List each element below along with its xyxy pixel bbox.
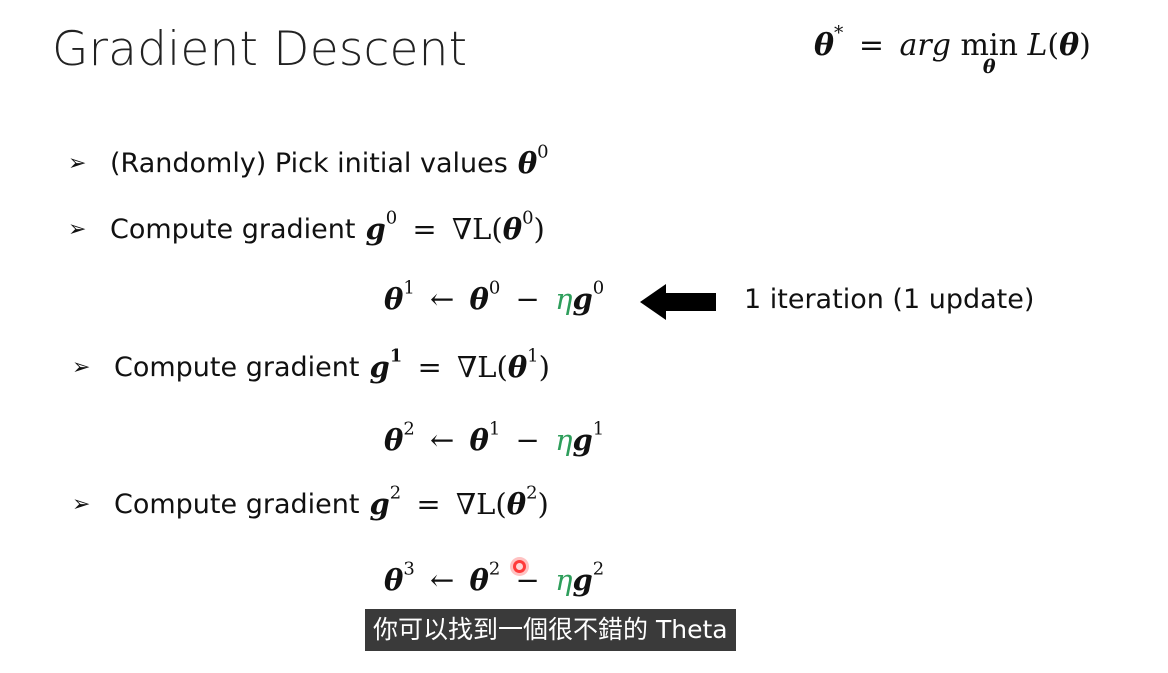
update-step-1: θ1 ← θ0 − ηg0: [384, 277, 605, 316]
bullet-compute-gradient-0: ➢ Compute gradient g0 = ∇L(θ0): [68, 207, 545, 246]
arrowhead-bullet-icon: ➢: [72, 354, 91, 380]
arrowhead-bullet-icon: ➢: [72, 491, 91, 517]
iteration-label: 1 iteration (1 update): [744, 284, 1035, 315]
update-step-3: θ3 ← θ2 − ηg2: [384, 558, 605, 597]
arg-text: arg: [899, 28, 951, 63]
arrowhead-bullet-icon: ➢: [68, 216, 87, 242]
slide-title: Gradient Descent: [52, 22, 468, 77]
bullet-pick-initial: ➢ (Randomly) Pick initial values θ0: [68, 141, 549, 180]
subtitle-caption: 你可以找到一個很不錯的 Theta: [365, 609, 736, 651]
big-left-arrow-icon: [640, 284, 716, 320]
learning-rate-eta: η: [555, 563, 573, 597]
bullet-compute-gradient-2: ➢ Compute gradient g2 = ∇L(θ2): [72, 482, 549, 521]
laser-pointer-dot: [513, 560, 526, 573]
theta-symbol: θ: [814, 28, 835, 63]
arrowhead-bullet-icon: ➢: [68, 150, 87, 176]
bullet-compute-gradient-1: ➢ Compute gradient g1 = ∇L(θ1): [72, 345, 550, 384]
learning-rate-eta: η: [555, 423, 573, 457]
update-step-2: θ2 ← θ1 − ηg1: [384, 418, 605, 457]
learning-rate-eta: η: [555, 282, 573, 316]
